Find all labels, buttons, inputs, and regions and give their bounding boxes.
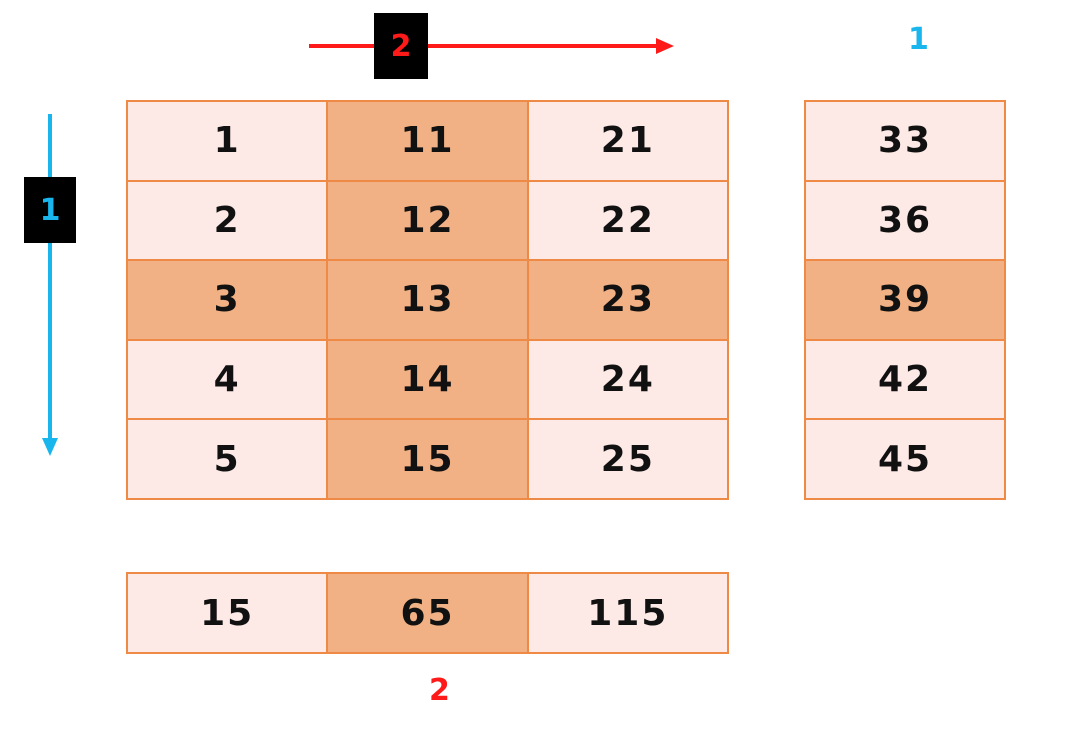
main-cell: 23 bbox=[528, 261, 729, 341]
main-cell: 25 bbox=[528, 420, 729, 500]
main-cell: 21 bbox=[528, 102, 729, 182]
bottom-cell: 65 bbox=[328, 574, 529, 654]
vertical-arrow bbox=[42, 114, 58, 456]
main-cell: 15 bbox=[328, 420, 529, 500]
horizontal-arrow-badge: 2 bbox=[374, 13, 428, 79]
side-cell: 33 bbox=[806, 102, 1006, 182]
side-cell: 36 bbox=[806, 181, 1006, 262]
main-cell: 13 bbox=[328, 261, 529, 341]
main-cell: 12 bbox=[328, 181, 529, 262]
side-cell: 39 bbox=[806, 261, 1006, 341]
bottom-cell: 115 bbox=[528, 574, 729, 654]
horizontal-arrow-badge-label: 2 bbox=[390, 28, 412, 64]
main-table: 1 11 21 2 12 22 3 13 23 4 14 24 5 15 25 bbox=[126, 100, 729, 500]
main-cell: 24 bbox=[528, 340, 729, 421]
side-cell: 42 bbox=[806, 340, 1006, 421]
side-column-label: 1 bbox=[908, 22, 929, 57]
main-cell: 3 bbox=[128, 261, 329, 341]
bottom-cell: 15 bbox=[128, 574, 329, 654]
main-cell: 14 bbox=[328, 340, 529, 421]
side-cell: 45 bbox=[806, 420, 1006, 500]
main-cell: 5 bbox=[128, 420, 329, 500]
main-cell: 2 bbox=[128, 181, 329, 262]
main-cell: 22 bbox=[528, 181, 729, 262]
side-column: 33 36 39 42 45 bbox=[804, 100, 1006, 500]
vertical-arrow-badge-label: 1 bbox=[39, 192, 61, 228]
horizontal-arrow bbox=[309, 38, 674, 54]
bottom-row-label: 2 bbox=[429, 673, 450, 708]
main-cell: 4 bbox=[128, 340, 329, 421]
main-cell: 11 bbox=[328, 102, 529, 182]
main-cell: 1 bbox=[128, 102, 329, 182]
vertical-arrow-badge: 1 bbox=[24, 177, 76, 243]
bottom-row: 15 65 115 bbox=[126, 572, 729, 654]
